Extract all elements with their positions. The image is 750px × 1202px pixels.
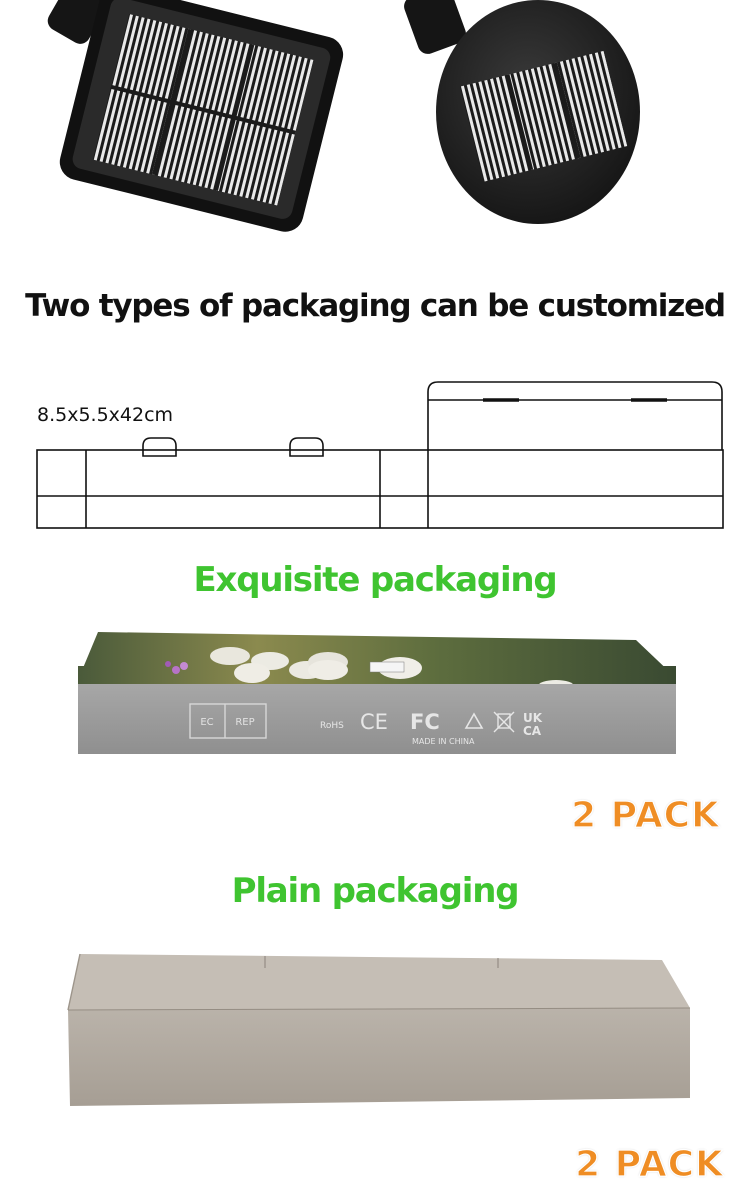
square-solar-panel bbox=[47, 0, 344, 232]
weee-bin-icon bbox=[493, 711, 515, 733]
exquisite-packaging-title: Exquisite packaging bbox=[193, 560, 557, 600]
exquisite-box-image: EC REP RoHS CE FC MADE IN CHINA UK CA bbox=[78, 632, 676, 754]
ukca-mark-bottom: CA bbox=[523, 724, 542, 738]
box-dieline-diagram bbox=[36, 381, 724, 529]
rohs-mark: RoHS bbox=[320, 721, 344, 731]
fc-mark: FC bbox=[410, 710, 440, 734]
page-title: Two types of packaging can be customized bbox=[25, 288, 726, 324]
plain-packaging-title: Plain packaging bbox=[231, 871, 520, 911]
round-solar-panel bbox=[404, 0, 640, 224]
ec-rep-mark: EC REP bbox=[189, 703, 267, 739]
dimension-label: 8.5x5.5x42cm bbox=[37, 404, 174, 426]
ce-mark: CE bbox=[360, 710, 388, 734]
ukca-mark-top: UK bbox=[523, 711, 543, 725]
svg-text:EC: EC bbox=[200, 717, 213, 728]
recycle-icon bbox=[464, 712, 484, 729]
pack-count-label: 2 PACK bbox=[571, 794, 720, 836]
made-in-label: MADE IN CHINA bbox=[412, 737, 475, 746]
solar-panels-illustration bbox=[47, 0, 640, 232]
svg-text:REP: REP bbox=[235, 717, 254, 728]
pack-count-label: 2 PACK bbox=[575, 1143, 724, 1185]
plain-box-image bbox=[67, 953, 691, 1106]
